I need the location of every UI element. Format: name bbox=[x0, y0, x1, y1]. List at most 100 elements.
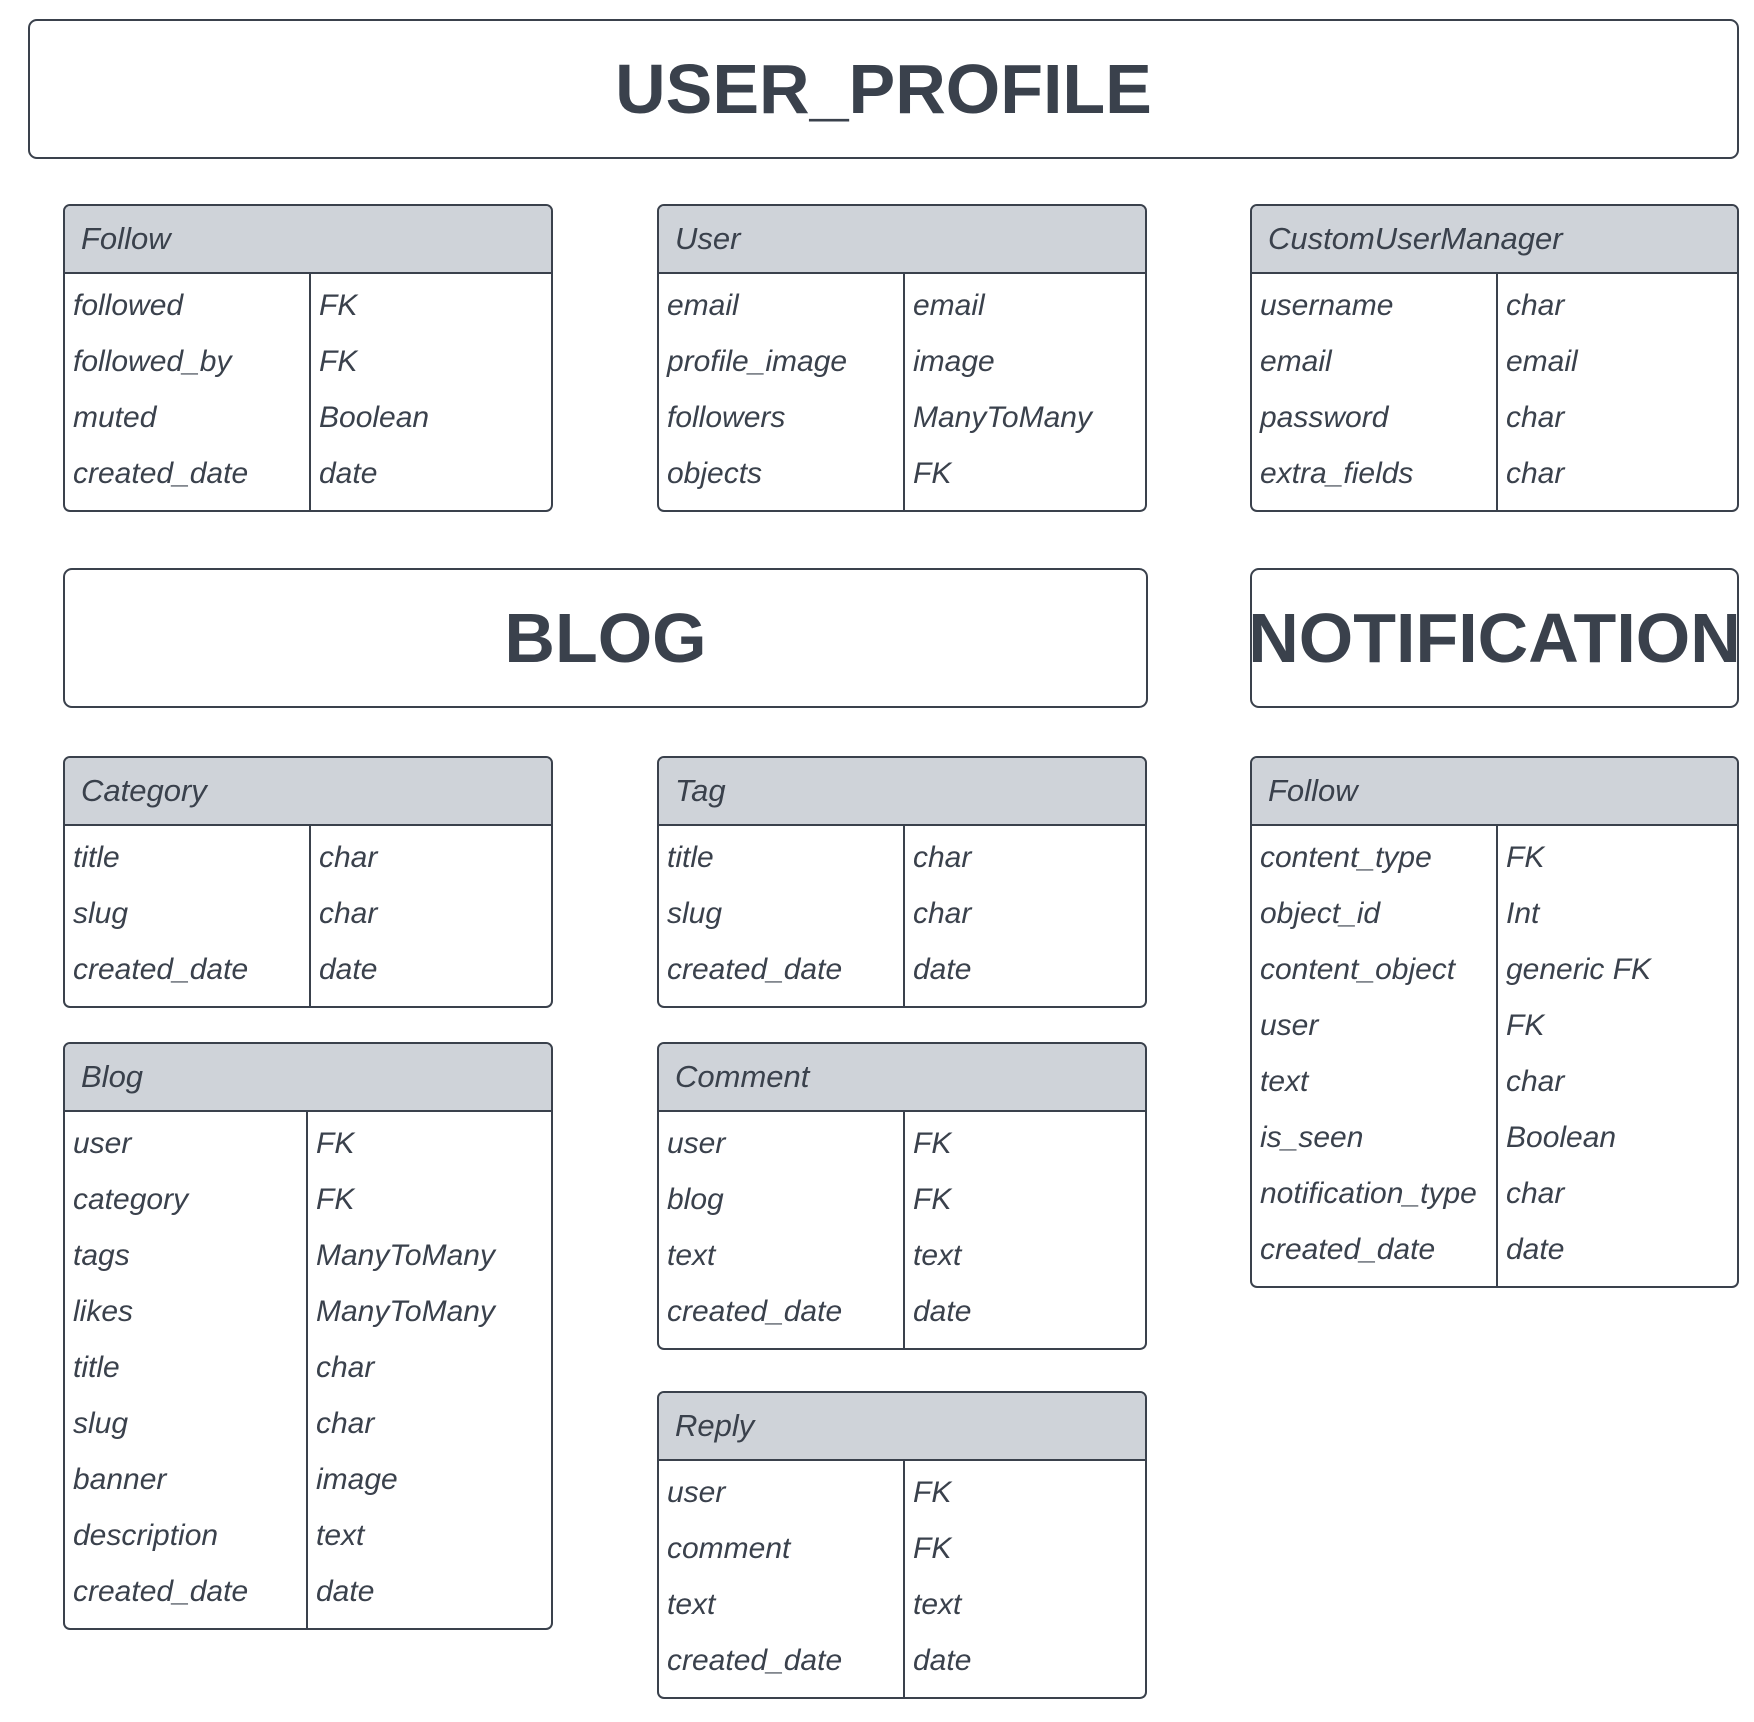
section-notification: NOTIFICATION bbox=[1248, 568, 1741, 708]
entity-header: Blog bbox=[65, 1044, 551, 1112]
field-name: description bbox=[73, 1519, 219, 1552]
section-title-notification: NOTIFICATION bbox=[1248, 599, 1741, 677]
field-type: FK bbox=[913, 1476, 952, 1509]
column-divider bbox=[903, 1112, 905, 1348]
field-name: email bbox=[1260, 345, 1332, 378]
field-name: user bbox=[73, 1127, 132, 1160]
field-type: char bbox=[319, 841, 378, 874]
field-type: date bbox=[319, 953, 378, 986]
field-type: Int bbox=[1506, 897, 1540, 930]
field-type: generic FK bbox=[1506, 953, 1652, 986]
field-type: text bbox=[913, 1588, 962, 1621]
column-divider bbox=[309, 826, 311, 1006]
field-row: text char bbox=[1252, 1054, 1737, 1110]
field-type: char bbox=[1506, 1177, 1565, 1210]
field-name: created_date bbox=[73, 457, 249, 490]
entity-header: Tag bbox=[659, 758, 1145, 826]
field-type: FK bbox=[913, 1127, 952, 1160]
field-name: followed_by bbox=[73, 345, 232, 378]
section-user-profile: USER_PROFILE bbox=[28, 19, 1739, 159]
section-title-user-profile: USER_PROFILE bbox=[615, 50, 1152, 128]
field-name: created_date bbox=[1260, 1233, 1436, 1266]
field-type: char bbox=[913, 841, 972, 874]
field-name: slug bbox=[73, 897, 129, 930]
column-divider bbox=[306, 1112, 308, 1628]
entity-header: CustomUserManager bbox=[1252, 206, 1737, 274]
entity-header: Follow bbox=[65, 206, 551, 274]
field-row: title char bbox=[65, 830, 551, 886]
field-type: text bbox=[913, 1239, 962, 1272]
field-name: user bbox=[1260, 1009, 1319, 1042]
field-type: Boolean bbox=[319, 401, 430, 434]
entity-fields: title char slug char created_date date bbox=[65, 826, 551, 1006]
field-name: followers bbox=[667, 401, 786, 434]
field-row: object_id Int bbox=[1252, 886, 1737, 942]
field-row: created_date date bbox=[659, 942, 1145, 998]
field-name: category bbox=[73, 1183, 189, 1216]
field-row: text text bbox=[659, 1228, 1145, 1284]
field-name: extra_fields bbox=[1260, 457, 1414, 490]
field-type: FK bbox=[319, 345, 358, 378]
field-type: char bbox=[316, 1351, 375, 1384]
column-divider bbox=[903, 274, 905, 510]
field-name: title bbox=[73, 841, 120, 874]
field-type: char bbox=[913, 897, 972, 930]
field-name: user bbox=[667, 1476, 726, 1509]
entity-header: User bbox=[659, 206, 1145, 274]
field-type: char bbox=[1506, 1065, 1565, 1098]
field-type: date bbox=[913, 1295, 972, 1328]
field-type: date bbox=[1506, 1233, 1565, 1266]
field-name: created_date bbox=[73, 1575, 249, 1608]
field-name: notification_type bbox=[1260, 1177, 1477, 1210]
field-type: ManyToMany bbox=[316, 1239, 495, 1272]
column-divider bbox=[903, 1461, 905, 1697]
field-type: ManyToMany bbox=[913, 401, 1092, 434]
field-name: text bbox=[1260, 1065, 1309, 1098]
field-row: created_date date bbox=[1252, 1222, 1737, 1278]
field-type: text bbox=[316, 1519, 365, 1552]
field-type: image bbox=[913, 345, 995, 378]
entity-header: Comment bbox=[659, 1044, 1145, 1112]
field-name: created_date bbox=[73, 953, 249, 986]
field-name: comment bbox=[667, 1532, 791, 1565]
field-name: objects bbox=[667, 457, 763, 490]
field-type: date bbox=[913, 1644, 972, 1677]
field-type: date bbox=[316, 1575, 375, 1608]
column-divider bbox=[1496, 826, 1498, 1286]
field-name: created_date bbox=[667, 953, 843, 986]
field-name: profile_image bbox=[667, 345, 848, 378]
field-name: text bbox=[667, 1239, 716, 1272]
field-name: followed bbox=[73, 289, 184, 322]
field-type: date bbox=[913, 953, 972, 986]
field-name: created_date bbox=[667, 1644, 843, 1677]
field-name: object_id bbox=[1260, 897, 1381, 930]
field-name: blog bbox=[667, 1183, 724, 1216]
